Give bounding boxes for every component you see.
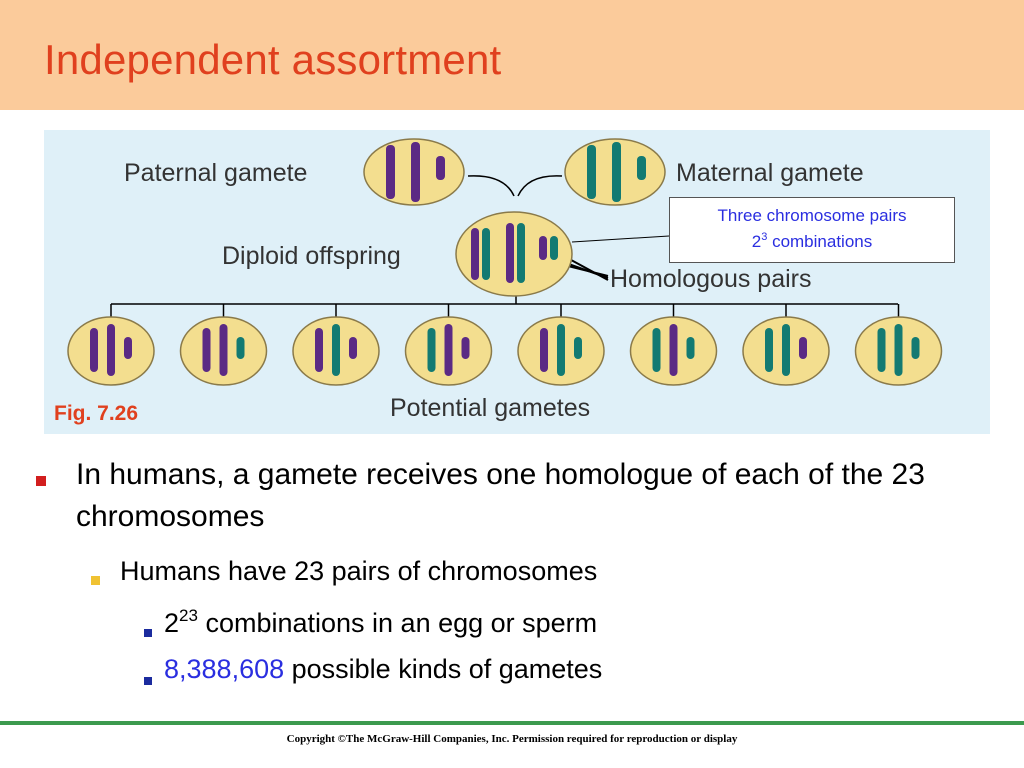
chromosome (124, 337, 132, 359)
title-bar: Independent assortment (0, 0, 1024, 110)
paternal-connector (467, 175, 515, 197)
chromosome (894, 324, 903, 376)
figure-panel: Paternal gamete Maternal gamete Diploid … (44, 130, 990, 434)
gamete-kinds-number: 8,388,608 (164, 654, 285, 684)
potential-gametes-label: Potential gametes (390, 394, 590, 422)
paternal-gamete-label: Paternal gamete (124, 159, 307, 187)
chromosome (436, 156, 445, 180)
maternal-connector (517, 175, 563, 197)
bullet-marker-level-3 (144, 629, 152, 637)
chromosome (540, 328, 548, 372)
maternal-gamete-label: Maternal gamete (676, 159, 864, 187)
figure-reference: Fig. 7.26 (54, 402, 139, 425)
bullet-marker-level-2 (91, 576, 100, 585)
chromosome (107, 324, 115, 376)
chromosome (911, 337, 920, 359)
bullet-combinations-exponent: 23 (179, 606, 198, 625)
chromosome (574, 337, 582, 359)
chromosome (332, 324, 340, 376)
chromosome (686, 337, 695, 359)
copyright-notice: Copyright ©The McGraw-Hill Companies, In… (286, 733, 738, 745)
chromosome (782, 324, 790, 376)
callout-base: 2 (751, 232, 762, 251)
chromosome (517, 223, 525, 283)
chromosome (637, 156, 646, 180)
bullet-gamete-homologue: In humans, a gamete receives one homolog… (76, 458, 925, 533)
bullet-23-pairs: Humans have 23 pairs of chromosomes (120, 556, 598, 586)
chromosome (550, 236, 558, 260)
chromosome (386, 145, 395, 199)
chromosome (315, 328, 323, 372)
bullet-marker-level-1 (36, 476, 46, 486)
chromosome (471, 228, 479, 280)
bullet-marker-level-3 (144, 677, 152, 685)
bullet-combinations-base: 2 (164, 608, 180, 638)
chromosome (411, 142, 420, 202)
chromosome (427, 328, 436, 372)
chromosome (482, 228, 490, 280)
chromosome (219, 324, 228, 376)
bullet-combinations: 223 combinations in an egg or sperm (164, 606, 597, 639)
chromosome (539, 236, 547, 260)
callout-exponent: 3 (761, 231, 768, 243)
homologous-pairs-label: Homologous pairs (610, 265, 812, 293)
slide-title: Independent assortment (44, 36, 502, 83)
chromosome (557, 324, 565, 376)
chromosome (444, 324, 453, 376)
chromosome (202, 328, 211, 372)
chromosome (587, 145, 596, 199)
callout-pointer (571, 235, 670, 243)
chromosome-diagram: Paternal gamete Maternal gamete Diploid … (67, 138, 943, 422)
footer-divider (0, 721, 1024, 725)
chromosome (236, 337, 245, 359)
chromosome (90, 328, 98, 372)
bullet-gamete-kinds: 8,388,608 possible kinds of gametes (164, 654, 602, 685)
callout-line-2: 23 combinations (670, 231, 954, 252)
callout-line-1: Three chromosome pairs (717, 206, 907, 225)
chromosome (799, 337, 807, 359)
combinations-callout: Three chromosome pairs 23 combinations (669, 197, 955, 263)
chromosome (652, 328, 661, 372)
gamete-kinds-rest: possible kinds of gametes (284, 654, 603, 684)
chromosome (461, 337, 470, 359)
chromosome (877, 328, 886, 372)
bullet-combinations-rest: combinations in an egg or sperm (197, 608, 598, 638)
chromosome (506, 223, 514, 283)
chromosome (765, 328, 773, 372)
chromosome (349, 337, 357, 359)
chromosome (669, 324, 678, 376)
diploid-offspring-label: Diploid offspring (222, 242, 401, 270)
chromosome (612, 142, 621, 202)
callout-rest: combinations (767, 232, 873, 251)
